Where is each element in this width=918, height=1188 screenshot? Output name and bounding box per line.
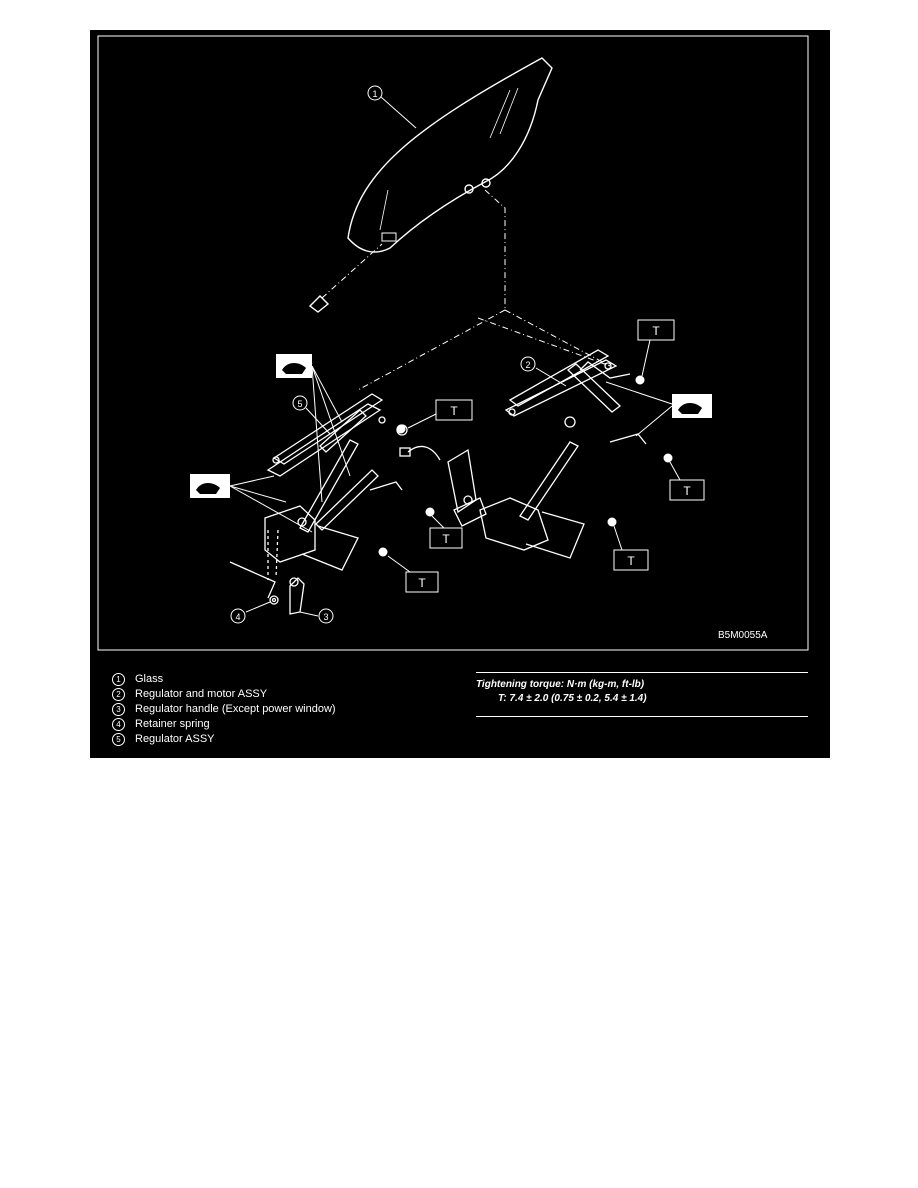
torque-value: T: 7.4 ± 2.0 (0.75 ± 0.2, 5.4 ± 1.4) — [498, 693, 647, 704]
torque-tag: T — [669, 461, 705, 501]
svg-text:3: 3 — [323, 612, 328, 622]
bolt-parts — [378, 375, 673, 557]
grease-icon — [605, 381, 712, 437]
svg-text:T: T — [442, 532, 450, 546]
svg-text:1: 1 — [372, 89, 377, 99]
torque-tag: T — [637, 319, 675, 377]
callout-2: 2 — [520, 356, 567, 387]
svg-text:T: T — [418, 576, 426, 590]
torque-spec: Tightening torque: N·m (kg-m, ft-lb) T: … — [476, 672, 808, 717]
callout-1: 1 — [367, 85, 417, 129]
diagram-panel: 1 — [90, 30, 830, 758]
svg-text:5: 5 — [297, 399, 302, 409]
grease-icon — [276, 354, 351, 503]
torque-heading: Tightening torque: N·m (kg-m, ft-lb) — [476, 679, 645, 690]
regulator-and-motor-assy-right — [479, 349, 647, 559]
svg-text:T: T — [652, 324, 660, 338]
svg-text:4: 4 — [235, 612, 240, 622]
leader-lines — [321, 189, 611, 391]
divider — [476, 716, 808, 717]
motor-part — [399, 445, 487, 527]
svg-text:T: T — [683, 484, 691, 498]
glass-part — [308, 57, 553, 313]
svg-text:T: T — [450, 404, 458, 418]
torque-tag: T — [387, 555, 439, 593]
svg-text:T: T — [627, 554, 635, 568]
figure-code: B5M0055A — [718, 630, 768, 641]
diagram-frame — [97, 35, 809, 651]
regulator-handle-part — [269, 577, 305, 615]
torque-tag: T — [429, 515, 463, 549]
callout-3: 3 — [299, 608, 334, 624]
torque-tag: T — [613, 525, 649, 571]
regulator-assy-left — [229, 393, 408, 599]
callout-5: 5 — [292, 395, 331, 435]
torque-tag: T — [407, 399, 473, 429]
divider — [476, 672, 808, 673]
exploded-view-diagram: 1 — [97, 35, 809, 651]
callout-4: 4 — [230, 601, 271, 624]
svg-text:2: 2 — [525, 360, 530, 370]
grease-icon — [190, 474, 313, 533]
